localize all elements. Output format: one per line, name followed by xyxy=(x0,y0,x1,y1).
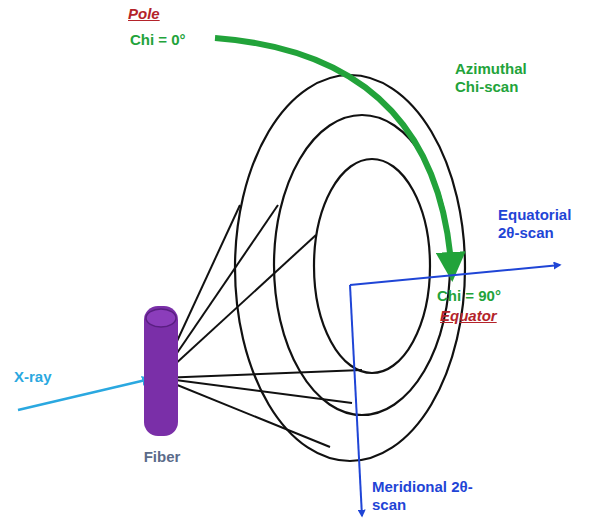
equator-label: Equator xyxy=(440,307,520,325)
scan-label: Meridional 2θ-scan xyxy=(372,478,482,514)
angle-label: Chi = 90° xyxy=(437,287,527,305)
diffraction-cone xyxy=(160,205,362,447)
fiber-label: Fiber xyxy=(128,448,196,465)
scan-label: Equatorial 2θ-scan xyxy=(498,206,596,242)
pole-label: Pole xyxy=(128,5,188,23)
angle-label: Chi = 0° xyxy=(130,31,220,49)
equatorial-axis xyxy=(350,265,560,285)
fiber-cylinder xyxy=(128,300,192,440)
azimuthal-arrow xyxy=(215,38,452,276)
meridional-axis xyxy=(350,285,362,516)
fiber-sample: Fiber xyxy=(128,300,196,465)
beam-label: X-ray xyxy=(14,368,84,386)
inner-ring xyxy=(314,159,430,373)
scan-label: Azimuthal Chi-scan xyxy=(455,60,550,96)
